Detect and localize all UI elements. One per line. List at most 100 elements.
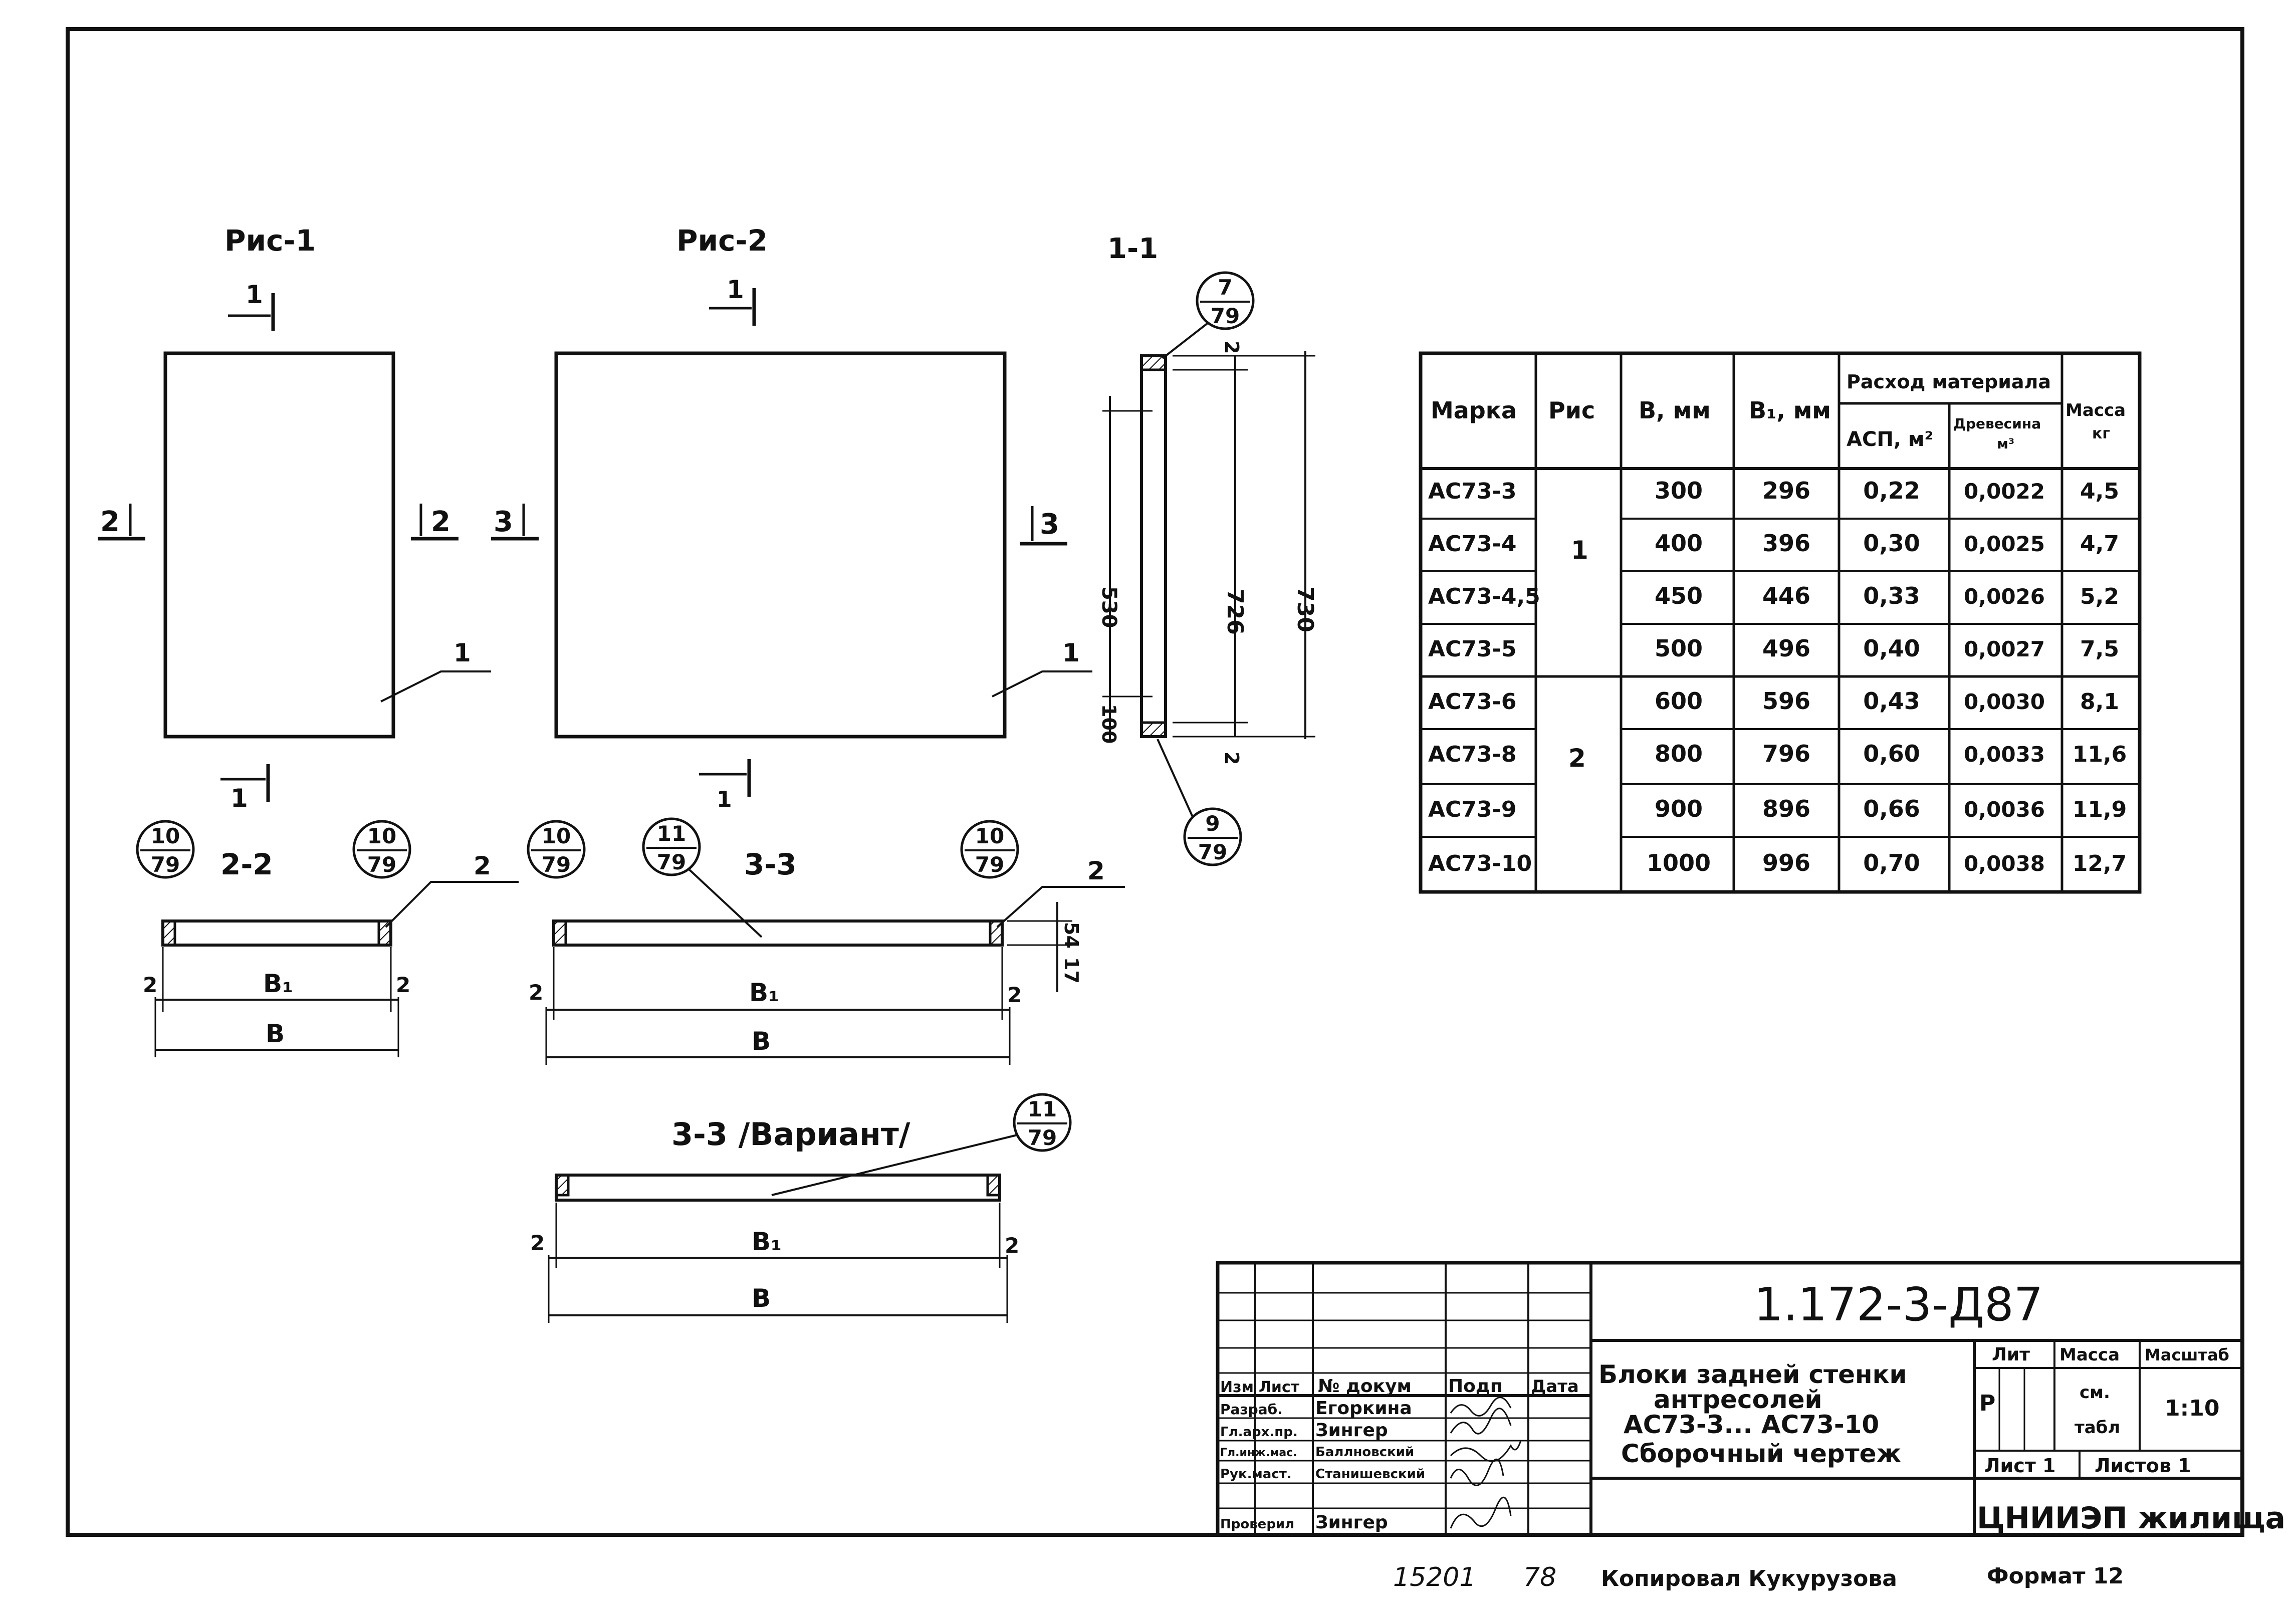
cell-asp: 0,22: [1863, 477, 1920, 504]
cut-mark-1-bottom: 1: [699, 759, 751, 812]
signatures: [1450, 1397, 1522, 1529]
sheet-number: Лист 1: [1984, 1455, 2055, 1477]
cell-mass: 4,5: [2080, 479, 2119, 504]
tb-podp: Подп: [1448, 1376, 1503, 1397]
inventory-number: 15201: [1393, 1562, 1476, 1592]
cell-b1: 596: [1762, 687, 1810, 715]
svg-text:79: 79: [151, 852, 180, 877]
doc-number: 1.172-3-Д87: [1754, 1278, 2043, 1331]
svg-text:79: 79: [657, 850, 686, 874]
ris-group-1: 1: [1571, 536, 1588, 565]
svg-text:79: 79: [542, 852, 571, 877]
tb-izm: Изм: [1220, 1378, 1254, 1396]
section-3-3-variant: 3-3 /Вариант/ 11 79 В₁ 2 2 В: [530, 1093, 1072, 1323]
tb-name-1: Егоркина: [1315, 1398, 1412, 1419]
svg-text:7: 7: [1218, 275, 1232, 300]
svg-text:11: 11: [1028, 1097, 1057, 1121]
tb-name-3: Баллновский: [1315, 1445, 1414, 1460]
cell-marka: АС73-3: [1428, 479, 1516, 504]
svg-text:11: 11: [657, 821, 686, 846]
mass-label: Масса: [2059, 1345, 2120, 1365]
section-2-2-title: 2-2: [220, 847, 273, 881]
cell-marka: АС73-6: [1428, 689, 1516, 715]
cell-mass: 4,7: [2080, 531, 2119, 557]
cut-label: 1: [727, 275, 744, 304]
section-1-1: 1-1 7 79 9 79 530 100 726: [1097, 233, 1318, 866]
th-drevesina-unit: м³: [1997, 435, 2014, 452]
cell-mass: 11,6: [2073, 742, 2127, 767]
cell-asp: 0,30: [1863, 530, 1920, 557]
tb-ndokum: № докум: [1318, 1376, 1412, 1397]
callout-10-79-right: 10 79: [960, 820, 1019, 879]
tb-data: Дата: [1531, 1376, 1579, 1397]
cut-label: 1: [231, 784, 248, 813]
section-3-3: 3-3 10 79 11 79 10 79 2 54 17: [527, 817, 1125, 1065]
svg-text:79: 79: [975, 852, 1004, 877]
cell-asp: 0,33: [1863, 582, 1920, 609]
tb-role-1: Разраб.: [1220, 1401, 1283, 1418]
th-b: В, мм: [1639, 397, 1711, 424]
figure-1: Рис-1 1 1 2 2 1: [98, 223, 491, 813]
leader-label: 1: [453, 638, 471, 667]
th-asp: АСП, м²: [1847, 428, 1933, 451]
cut-mark-2-right: 2: [411, 504, 458, 541]
title-line-3: АС73-3... АС73-10: [1624, 1410, 1879, 1439]
cell-marka: АС73-8: [1428, 742, 1516, 767]
fig2-title: Рис-2: [676, 223, 768, 258]
cell-wood: 0,0038: [1964, 851, 2045, 876]
cell-b: 300: [1655, 477, 1703, 504]
mass-value-1: см.: [2080, 1383, 2110, 1403]
th-marka: Марка: [1431, 397, 1517, 424]
cell-b1: 496: [1762, 635, 1810, 662]
cell-wood: 0,0022: [1964, 479, 2045, 504]
cell-b1: 296: [1762, 477, 1810, 504]
leader-1-fig2: 1: [992, 638, 1092, 698]
cut-label: 1: [246, 280, 263, 309]
cell-b1: 796: [1762, 740, 1810, 767]
leader-label: 2: [474, 851, 491, 880]
dim-2: 2: [396, 973, 410, 997]
tb-name-2: Зингер: [1315, 1420, 1388, 1441]
tb-role-2: Гл.арх.пр.: [1220, 1425, 1298, 1440]
footer: 15201 78 Копировал Кукурузова Формат 12: [1393, 1562, 2124, 1592]
cell-b1: 446: [1762, 582, 1810, 609]
figure-2: Рис-2 1 1 3 3 1: [491, 223, 1092, 812]
dim-b1: В₁: [749, 978, 779, 1007]
sheet-frame: [66, 27, 2244, 1537]
cell-b: 1000: [1647, 849, 1711, 876]
cell-mass: 12,7: [2073, 851, 2127, 876]
section-3-3-title: 3-3: [744, 847, 797, 881]
dim-17: 17: [1060, 957, 1082, 984]
dim-730: 730: [1292, 586, 1318, 632]
title-line-1: Блоки задней стенки: [1598, 1360, 1907, 1389]
dim-2: 2: [529, 980, 543, 1005]
cell-wood: 0,0027: [1964, 637, 2045, 661]
dim-b1: В₁: [752, 1227, 782, 1256]
cut-label: 2: [100, 506, 120, 538]
cell-b: 600: [1655, 687, 1703, 715]
table-row: АС73-3 300 296 0,22 0,0022 4,5: [1428, 477, 2119, 504]
svg-text:10: 10: [367, 824, 396, 848]
svg-text:79: 79: [1198, 840, 1227, 864]
section-1-1-title: 1-1: [1107, 233, 1158, 265]
dim-2: 2: [530, 1231, 545, 1255]
cell-b: 800: [1655, 740, 1703, 767]
dim-726: 726: [1222, 589, 1248, 635]
tb-list: Лист: [1259, 1378, 1300, 1396]
svg-text:10: 10: [151, 824, 180, 848]
th-massa: Масса: [2065, 400, 2126, 420]
cell-asp: 0,60: [1863, 740, 1920, 767]
cell-wood: 0,0030: [1964, 689, 2045, 714]
cut-mark-3-left: 3: [491, 504, 539, 541]
cell-b: 500: [1655, 635, 1703, 662]
dim-2: 2: [143, 973, 157, 997]
tb-name-4: Станишевский: [1315, 1467, 1425, 1482]
cut-label: 2: [431, 506, 450, 538]
cell-b1: 896: [1762, 795, 1810, 822]
